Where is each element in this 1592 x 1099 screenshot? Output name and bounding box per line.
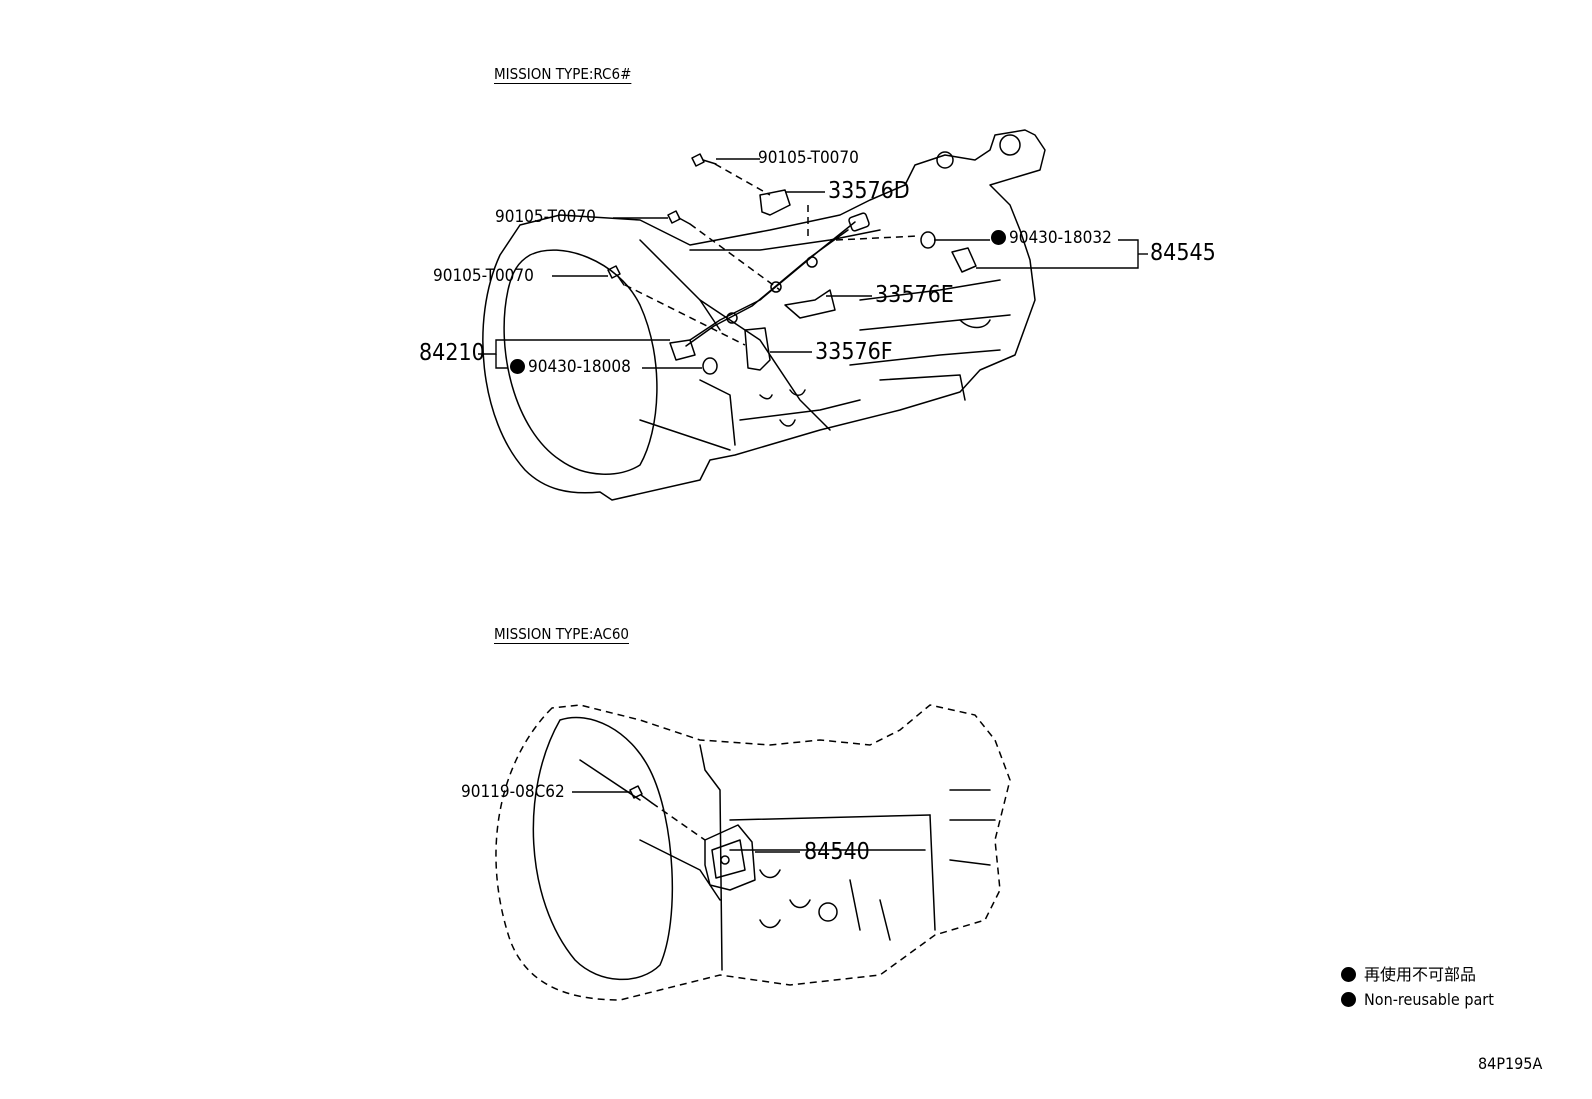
callout-bolt-ac60[interactable]: 90119-08C62: [461, 782, 565, 802]
section-title-rc6: MISSION TYPE:RC6#: [494, 65, 632, 83]
callout-gasket-left[interactable]: 90430-18008: [528, 357, 631, 377]
rc6-transmission-outline: [482, 129, 1046, 501]
bolt-left: [607, 265, 625, 286]
non-reusable-marker: [991, 230, 1006, 245]
ac60-leader-lines: [572, 791, 800, 853]
neutral-switch: [704, 824, 756, 891]
callout-gasket-left-wrap: 90430-18008: [510, 359, 631, 376]
callout-bracket-f[interactable]: 33576F: [815, 339, 893, 365]
callout-bracket-d[interactable]: 33576D: [828, 178, 910, 204]
ac60-transmission-outline: [495, 704, 1011, 1001]
callout-bolt-top[interactable]: 90105-T0070: [758, 148, 859, 168]
bolt-ac60: [629, 785, 653, 804]
legend-english-text: Non-reusable part: [1364, 990, 1494, 1009]
callout-bolt-left[interactable]: 90105-T0070: [433, 266, 534, 286]
callout-sensor-right[interactable]: 84545: [1150, 240, 1216, 266]
legend-english: Non-reusable part: [1341, 992, 1494, 1008]
callout-gasket-right[interactable]: 90430-18032: [1009, 228, 1112, 248]
callout-gasket-right-wrap: 90430-18032: [991, 230, 1112, 247]
callout-switch-ac60[interactable]: 84540: [804, 839, 870, 865]
rc6-leader-lines: [478, 158, 1148, 369]
bolt-top: [691, 153, 717, 167]
legend-dot: [1341, 967, 1356, 982]
legend-japanese: 再使用不可部品: [1341, 967, 1476, 983]
figure-code: 84P195A: [1478, 1054, 1543, 1073]
non-reusable-marker: [510, 359, 525, 374]
callout-bolt-mid[interactable]: 90105-T0070: [495, 207, 596, 227]
legend-japanese-text: 再使用不可部品: [1364, 965, 1477, 984]
section-title-ac60: MISSION TYPE:AC60: [494, 625, 629, 643]
callout-bracket-e[interactable]: 33576E: [875, 282, 954, 308]
callout-sensor-left[interactable]: 84210: [419, 340, 485, 366]
legend-dot: [1341, 992, 1356, 1007]
bolt-mid: [667, 210, 691, 225]
